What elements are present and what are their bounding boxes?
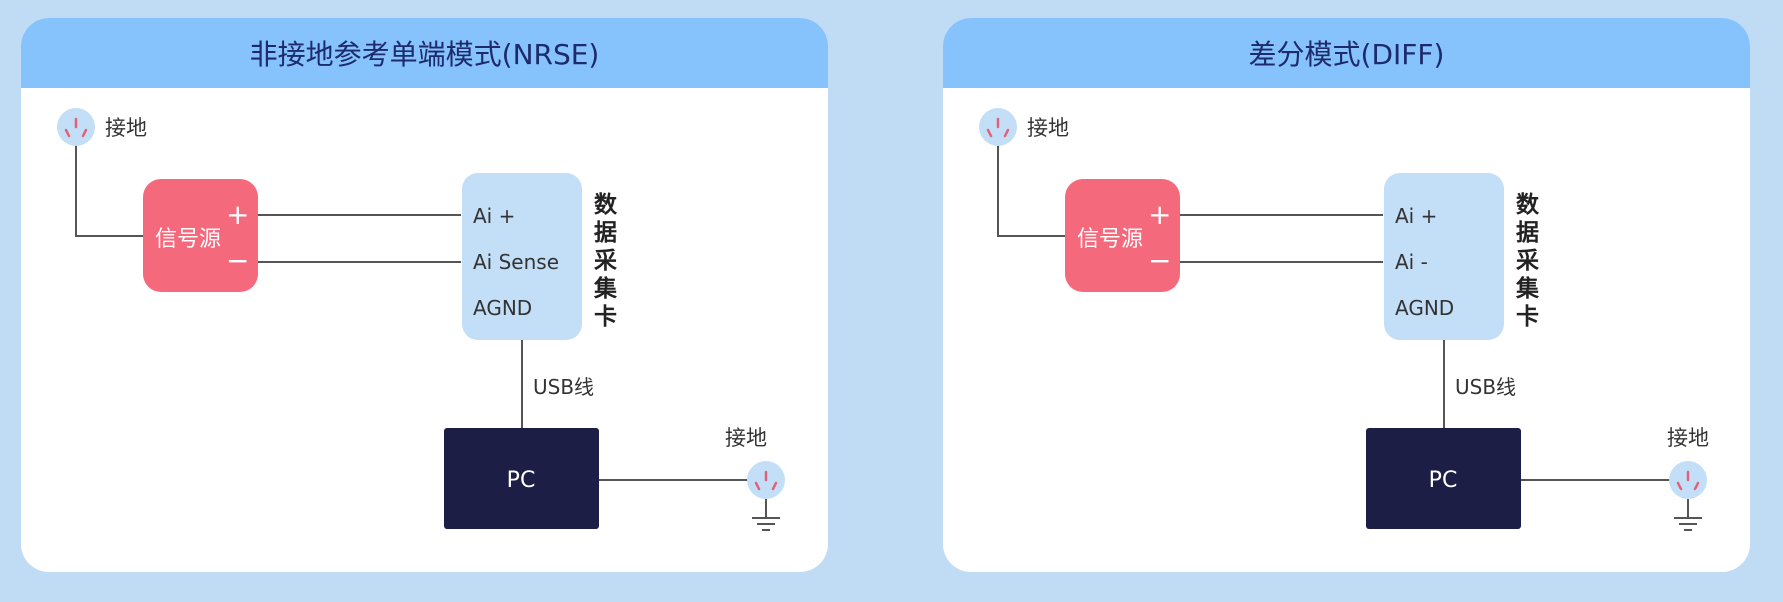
earth-ground-icon xyxy=(752,499,780,531)
daq-label-char: 卡 xyxy=(1516,304,1539,330)
pc-label: PC xyxy=(507,468,536,493)
pc-box xyxy=(444,428,599,529)
panel-diff: 差分模式(DIFF) 接地 信号源 + − Ai + Ai - AGND 数 据… xyxy=(943,18,1750,572)
ground-wire xyxy=(997,145,1068,237)
usb-cable-label: USB线 xyxy=(533,375,594,399)
daq-pin: Ai + xyxy=(1395,204,1437,228)
ground-outlet-icon xyxy=(747,461,785,499)
ground-outlet-icon xyxy=(1669,461,1707,499)
daq-pin: Ai + xyxy=(473,204,515,228)
minus-terminal: − xyxy=(1148,244,1171,277)
daq-label-char: 采 xyxy=(594,248,617,274)
panel-title: 非接地参考单端模式(NRSE) xyxy=(21,18,828,88)
earth-ground-icon xyxy=(1674,499,1702,531)
pc-box xyxy=(1366,428,1521,529)
daq-pin: Ai - xyxy=(1395,250,1428,274)
plus-terminal: + xyxy=(226,198,249,231)
ground-label: 接地 xyxy=(1667,426,1709,450)
ground-label: 接地 xyxy=(725,426,767,450)
daq-label-char: 卡 xyxy=(594,304,617,330)
daq-label-char: 采 xyxy=(1516,248,1539,274)
signal-source-label: 信号源 xyxy=(1077,227,1143,252)
ground-label: 接地 xyxy=(105,116,147,140)
diff-wiring-diagram: 接地 信号源 + − Ai + Ai - AGND 数 据 采 集 卡 USB线… xyxy=(979,108,1709,531)
usb-cable-label: USB线 xyxy=(1455,375,1516,399)
panel-title: 差分模式(DIFF) xyxy=(943,18,1750,88)
signal-source xyxy=(1065,179,1180,292)
daq-label-char: 集 xyxy=(593,275,618,302)
daq-label-char: 数 xyxy=(1516,192,1540,218)
daq-pin: Ai Sense xyxy=(473,250,559,274)
ground-label: 接地 xyxy=(1027,116,1069,140)
daq-pin: AGND xyxy=(1395,296,1454,320)
daq-pin: AGND xyxy=(473,296,532,320)
pc-label: PC xyxy=(1429,468,1458,493)
panel-nrse: 非接地参考单端模式(NRSE) 接地 信号源 + − Ai + Ai Sense… xyxy=(21,18,828,572)
ground-outlet-icon xyxy=(57,108,95,146)
ground-wire xyxy=(75,145,146,237)
daq-card xyxy=(462,173,582,340)
ground-outlet-icon xyxy=(979,108,1017,146)
signal-source xyxy=(143,179,258,292)
signal-source-label: 信号源 xyxy=(155,227,221,252)
daq-label-char: 据 xyxy=(1516,220,1539,246)
daq-label-char: 据 xyxy=(594,220,617,246)
daq-label-char: 数 xyxy=(594,192,618,218)
minus-terminal: − xyxy=(226,244,249,277)
daq-label-char: 集 xyxy=(1515,275,1540,302)
plus-terminal: + xyxy=(1148,198,1171,231)
nrse-wiring-diagram: 接地 信号源 + − Ai + Ai Sense AGND 数 据 采 集 卡 … xyxy=(57,108,785,531)
daq-card xyxy=(1384,173,1504,340)
